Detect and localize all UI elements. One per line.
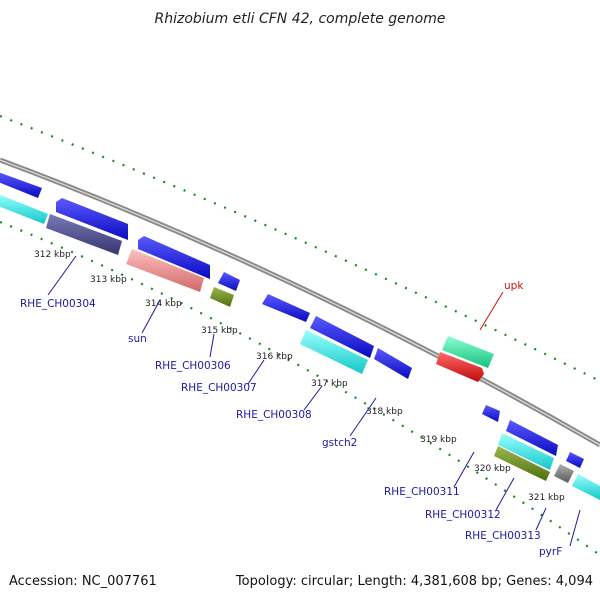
tick-label: 313 kbp bbox=[90, 275, 127, 285]
tick-label: 312 kbp bbox=[34, 250, 71, 260]
gene-arrow[interactable] bbox=[0, 194, 48, 224]
genome-summary-text: Topology: circular; Length: 4,381,608 bp… bbox=[235, 574, 593, 589]
tick-label: 316 kbp bbox=[256, 352, 293, 362]
genome-backbone-highlight bbox=[0, 159, 600, 446]
accession-text: Accession: NC_007761 bbox=[9, 574, 157, 589]
tick-label: 315 kbp bbox=[201, 326, 238, 336]
gene-label[interactable]: gstch2 bbox=[322, 437, 357, 449]
gene-arrow[interactable] bbox=[210, 287, 234, 307]
gene-arrow[interactable] bbox=[566, 452, 584, 468]
gene-label[interactable]: RHE_CH00308 bbox=[236, 409, 312, 421]
tick-label: 314 kbp bbox=[145, 299, 182, 309]
tick-labels: 312 kbp 313 kbp 314 kbp 315 kbp 316 kbp … bbox=[34, 250, 565, 503]
tick-label: 321 kbp bbox=[528, 493, 565, 503]
gene-arrow[interactable] bbox=[572, 474, 600, 500]
gene-arrow[interactable] bbox=[506, 420, 558, 456]
gene-arrow[interactable] bbox=[442, 336, 494, 368]
gene-label[interactable]: pyrF bbox=[539, 546, 562, 558]
tick-label: 318 kbp bbox=[366, 407, 403, 417]
gene-arrow[interactable] bbox=[46, 214, 122, 255]
gene-arrow[interactable] bbox=[436, 352, 484, 382]
gene-arrow[interactable] bbox=[0, 172, 42, 198]
gene-labels: RHE_CH00304 sun RHE_CH00306 RHE_CH00307 … bbox=[20, 280, 562, 558]
gene-label[interactable]: sun bbox=[128, 333, 147, 345]
gene-arrow[interactable] bbox=[554, 464, 574, 483]
gene-arrow[interactable] bbox=[126, 249, 204, 292]
gene-arrow[interactable] bbox=[494, 446, 550, 481]
tick-label: 320 kbp bbox=[474, 464, 511, 474]
inner-dotted-track bbox=[0, 220, 600, 556]
outer-dotted-track bbox=[0, 114, 600, 382]
gene-arrow[interactable] bbox=[262, 294, 310, 322]
gene-label[interactable]: RHE_CH00311 bbox=[384, 486, 460, 498]
gene-label[interactable]: RHE_CH00306 bbox=[155, 360, 231, 372]
gene-label[interactable]: RHE_CH00307 bbox=[181, 382, 257, 394]
gene-arrow[interactable] bbox=[300, 330, 368, 374]
gene-label[interactable]: upk bbox=[504, 280, 524, 292]
gene-arrow[interactable] bbox=[56, 198, 128, 240]
upk-leader-line bbox=[479, 291, 504, 331]
gene-arrow[interactable] bbox=[498, 433, 554, 470]
tick-label: 317 kbp bbox=[311, 379, 348, 389]
gene-label[interactable]: RHE_CH00304 bbox=[20, 298, 96, 310]
gene-arrow[interactable] bbox=[218, 272, 240, 291]
gene-label[interactable]: RHE_CH00313 bbox=[465, 530, 541, 542]
gene-label[interactable]: RHE_CH00312 bbox=[425, 509, 501, 521]
gene-arrow[interactable] bbox=[138, 236, 210, 279]
gene-leader-lines bbox=[47, 255, 581, 547]
map-title: Rhizobium etli CFN 42, complete genome bbox=[155, 11, 446, 27]
tick-label: 319 kbp bbox=[420, 435, 457, 445]
gene-arrow[interactable] bbox=[374, 348, 412, 379]
gene-arrow[interactable] bbox=[482, 405, 500, 422]
gene-arrow[interactable] bbox=[310, 316, 374, 358]
